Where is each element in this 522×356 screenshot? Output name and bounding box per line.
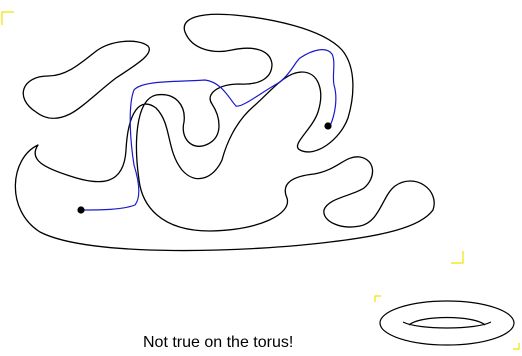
torus-icon [380, 301, 514, 345]
region-outline [15, 14, 434, 250]
corner-mark-top-left [2, 12, 14, 25]
corner-marks [2, 12, 519, 349]
corner-mark-bottom-right-main [451, 251, 463, 263]
corner-mark-bottom-right-inset [513, 343, 519, 349]
torus-caption: Not true on the torus! [143, 333, 293, 353]
end-point [324, 122, 331, 129]
corner-mark-top-left-inset [375, 296, 381, 302]
start-point [77, 206, 84, 213]
connecting-path [81, 50, 336, 210]
